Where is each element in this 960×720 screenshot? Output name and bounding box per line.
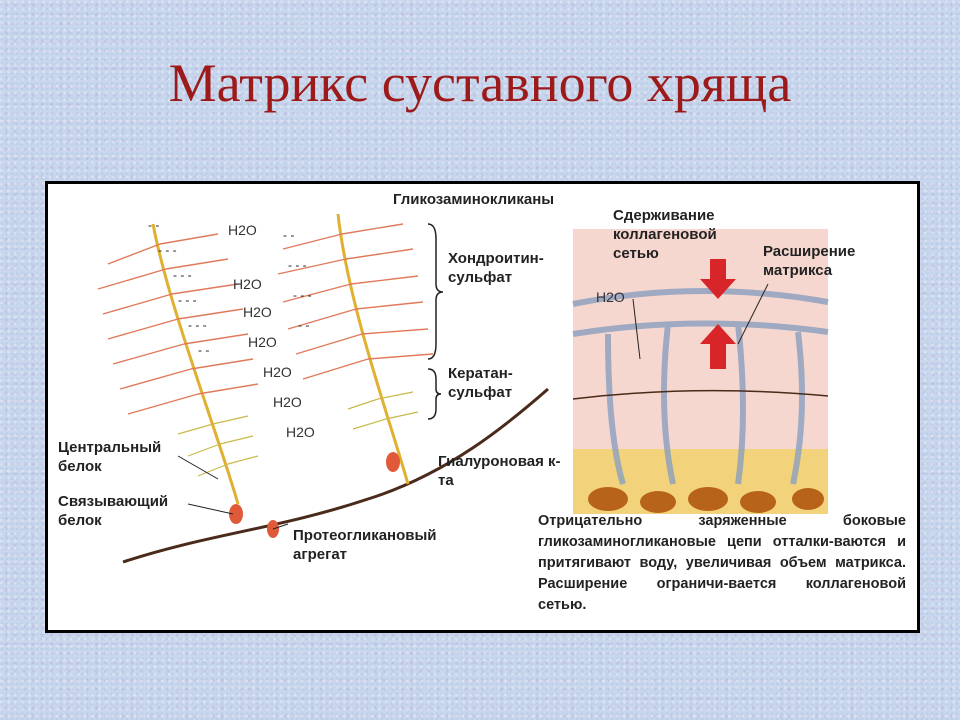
water-label-1: H2O	[228, 222, 257, 238]
water-label-5: H2O	[263, 364, 292, 380]
svg-text:- -: - -	[198, 343, 209, 357]
diagram-panel: - - - - - - - - - - - - - - - - - - - - - - …	[45, 181, 920, 633]
caption-text: Отрицательно заряженные боковые гликозам…	[538, 511, 906, 616]
label-expansion: Расширение матрикса	[763, 242, 873, 280]
water-label-4: H2O	[248, 334, 277, 350]
link-protein-3	[386, 452, 400, 472]
label-aggregate: Протеогликановый агрегат	[293, 526, 473, 564]
label-core-protein: Центральный белок	[58, 438, 178, 476]
svg-text:- - -: - - -	[188, 318, 207, 332]
svg-text:- - -: - - -	[288, 258, 307, 272]
slide-title: Матрикс суставного хряща	[0, 52, 960, 114]
label-keratan: Кератан-сульфат	[448, 364, 538, 402]
svg-text:- -: - -	[283, 228, 294, 242]
water-label-8: H2O	[596, 289, 625, 305]
water-label-7: H2O	[286, 424, 315, 440]
water-label-2: H2O	[233, 276, 262, 292]
bracket-keratan	[428, 369, 441, 419]
label-restraint: Сдерживание коллагеновой сетью	[613, 206, 753, 263]
svg-text:- - -: - - -	[178, 293, 197, 307]
bracket-chondroitin	[428, 224, 443, 359]
water-label-6: H2O	[273, 394, 302, 410]
label-hyaluronic: Гиалуроновая к-та	[438, 452, 568, 490]
water-label-3: H2O	[243, 304, 272, 320]
svg-text:- -: - -	[148, 218, 159, 232]
svg-text:- - -: - - -	[158, 243, 177, 257]
label-link-protein: Связывающий белок	[58, 492, 188, 530]
svg-text:- -: - -	[298, 318, 309, 332]
svg-text:- - -: - - -	[293, 288, 312, 302]
label-chondroitin: Хондроитин-сульфат	[448, 249, 568, 287]
label-gag: Гликозаминокликаны	[393, 190, 554, 209]
svg-text:- - -: - - -	[173, 268, 192, 282]
